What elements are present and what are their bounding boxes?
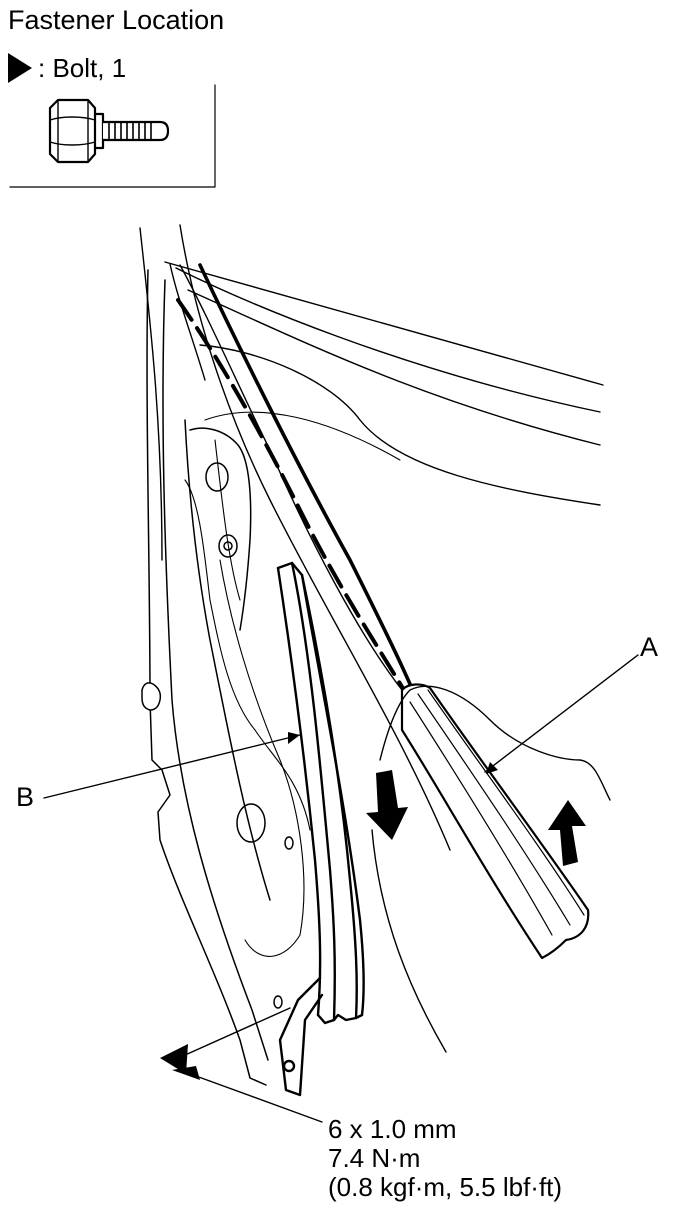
- inner-pillar-body: [141, 269, 311, 1086]
- page-title: Fastener Location: [8, 5, 225, 35]
- up-arrow-icon: [548, 800, 586, 866]
- part-a-trim: [400, 683, 590, 960]
- seam-line: [176, 298, 412, 702]
- leader-a-arrowhead: [486, 762, 498, 774]
- fastener-legend: : Bolt, 1: [8, 52, 126, 84]
- torque-spec: 6 x 1.0 mm 7.4 N·m (0.8 kgf·m, 5.5 lbf·f…: [328, 1115, 562, 1202]
- leader-a: [484, 654, 639, 773]
- down-arrow-icon: [366, 770, 408, 840]
- legend-box: [9, 84, 216, 188]
- pillar-edge: [198, 263, 442, 762]
- spec-arrowhead: [172, 1066, 200, 1080]
- callout-a: A: [640, 632, 659, 662]
- spec-torque-nm: 7.4 N·m: [328, 1143, 421, 1173]
- part-b-molding: [276, 561, 365, 1097]
- spec-size: 6 x 1.0 mm: [328, 1114, 457, 1144]
- callout-b: B: [16, 782, 35, 812]
- leader-b: [43, 734, 301, 799]
- triangle-marker-icon: [8, 53, 32, 83]
- flange-bolt-icon: [48, 98, 170, 164]
- legend-label: : Bolt, 1: [38, 53, 127, 83]
- triangle-marker-icon: [160, 1044, 188, 1074]
- spec-torque-alt: (0.8 kgf·m, 5.5 lbf·ft): [328, 1172, 563, 1202]
- leader-b-arrowhead: [288, 732, 300, 744]
- door-opening: [371, 685, 611, 1053]
- leader-spec: [195, 1075, 323, 1123]
- roof-pillar-panel: [139, 224, 604, 851]
- leader-bolt: [173, 1007, 291, 1061]
